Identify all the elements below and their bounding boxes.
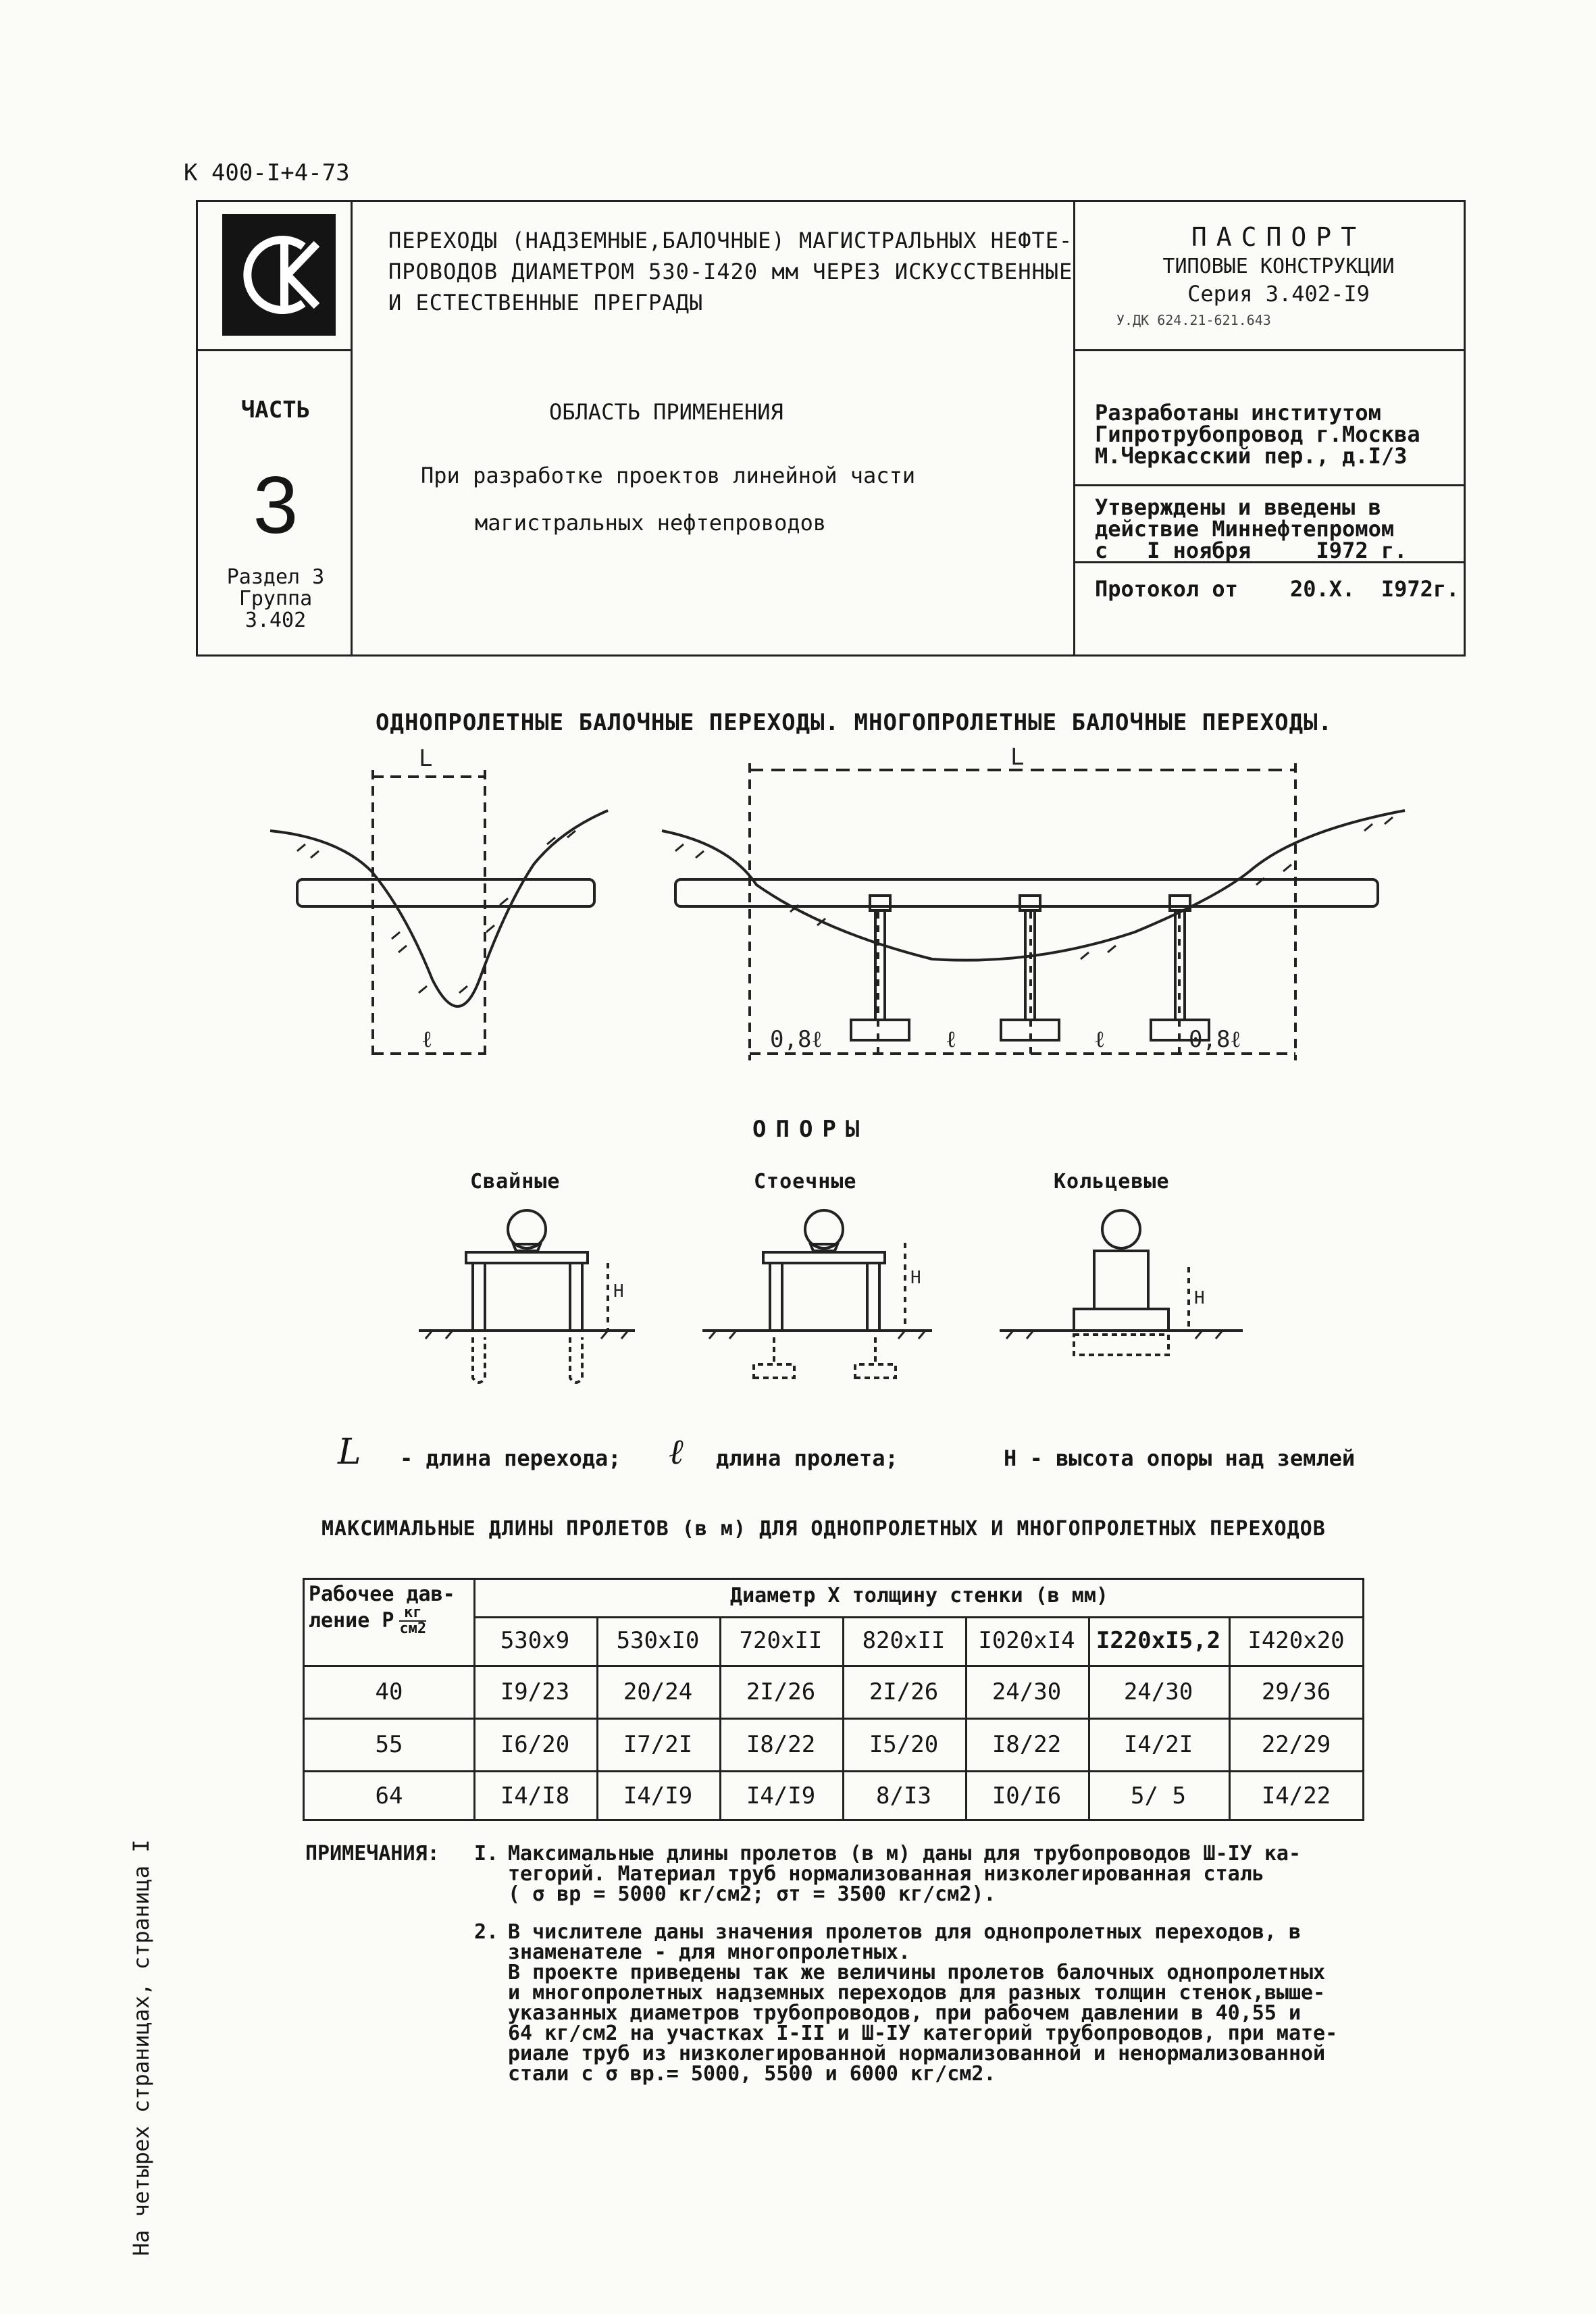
column-header: 530xI0 <box>616 1627 700 1654</box>
pressure-value: 40 <box>375 1678 403 1705</box>
column-header: 820xII <box>862 1627 946 1654</box>
pressure-header: Рабочее дав- ление P кг см2 <box>309 1583 455 1637</box>
span-value: 20/24 <box>623 1678 693 1705</box>
span-value: I7/2I <box>623 1731 693 1758</box>
span-value: 5/ 5 <box>1131 1782 1186 1809</box>
label-height-pile: H <box>613 1281 624 1302</box>
span-table: Рабочее дав- ление P кг см2 Диаметр X то… <box>303 1578 1364 1821</box>
span-value: 8/I3 <box>876 1782 931 1809</box>
note-item: 2. В числителе даны значения пролетов дл… <box>474 1920 1338 2086</box>
ring-support-diagram <box>1000 1209 1243 1356</box>
rack-support-diagram <box>702 1209 932 1379</box>
pile-support-label: Свайные <box>470 1170 561 1193</box>
developed-by: Разработаны институтом Гипротрубопровод … <box>1095 400 1420 469</box>
notes-label: ПРИМЕЧАНИЯ: <box>305 1842 440 1866</box>
single-span-diagram <box>269 770 609 1060</box>
part-number: 3 <box>253 460 299 550</box>
label-height-rack: H <box>910 1268 921 1288</box>
span-value: I8/22 <box>746 1731 816 1758</box>
rack-support-label: Стоечные <box>754 1170 857 1193</box>
label-total-length-multi: L <box>1010 744 1024 771</box>
sk-logo <box>222 214 336 336</box>
scope-text: При разработке проектов линейной части м… <box>421 463 916 536</box>
supports-title: ОПОРЫ <box>752 1116 869 1143</box>
label-edge-span-left: 0,8ℓ <box>770 1026 823 1053</box>
passport-block: ПАСПОРТ ТИПОВЫЕ КОНСТРУКЦИИ Серия 3.402-… <box>1116 222 1395 328</box>
diameter-header: Диаметр X толщину стенки (в мм) <box>730 1584 1108 1608</box>
crossing-diagrams: L ℓ L 0,8ℓ ℓ ℓ 0,8ℓ <box>269 744 1406 1060</box>
ring-support-label: Кольцевые <box>1054 1170 1170 1193</box>
label-span-1: ℓ <box>946 1026 956 1053</box>
legend-span: длина пролета; <box>716 1445 898 1471</box>
approved-by: Утверждены и введены в действие Миннефте… <box>1095 494 1408 563</box>
span-value: 2I/26 <box>869 1678 939 1705</box>
column-header: 530x9 <box>500 1627 570 1654</box>
section-group: Раздел 3 Группа 3.402 <box>226 565 325 632</box>
notes: ПРИМЕЧАНИЯ: I. Максимальные длины пролет… <box>305 1844 1426 2084</box>
span-value: I5/20 <box>869 1731 939 1758</box>
protocol-date: Протокол от 20.X. I972г. <box>1095 576 1460 602</box>
label-height-ring: H <box>1194 1288 1205 1308</box>
span-value: 24/30 <box>992 1678 1062 1705</box>
scope-title: ОБЛАСТЬ ПРИМЕНЕНИЯ <box>549 399 783 425</box>
multi-span-diagram <box>661 763 1406 1060</box>
pressure-value: 55 <box>375 1731 403 1758</box>
pressure-value: 64 <box>375 1782 403 1809</box>
header-block: ПЕРЕХОДЫ (НАДЗЕМНЫЕ,БАЛОЧНЫЕ) МАГИСТРАЛЬ… <box>196 200 1466 657</box>
legend-height: H - высота опоры над землей <box>1004 1445 1356 1471</box>
column-header: I420x20 <box>1247 1627 1345 1654</box>
span-value: I6/20 <box>500 1731 570 1758</box>
span-value: 2I/26 <box>746 1678 816 1705</box>
label-span-single: ℓ <box>421 1026 432 1053</box>
span-value: I4/I9 <box>746 1782 816 1809</box>
support-diagrams: H H H <box>419 1209 1243 1384</box>
document-code: К 400-I+4-73 <box>184 159 350 186</box>
table-title: МАКСИМАЛЬНЫЕ ДЛИНЫ ПРОЛЕТОВ (в м) ДЛЯ ОД… <box>321 1517 1326 1541</box>
span-value: I8/22 <box>992 1731 1062 1758</box>
span-value: I4/I8 <box>500 1782 570 1809</box>
span-value: 29/36 <box>1261 1678 1331 1705</box>
part-label: ЧАСТЬ <box>240 396 311 423</box>
pile-support-diagram <box>419 1209 635 1384</box>
column-header: I220xI5,2 <box>1096 1627 1221 1654</box>
legend-symbol-span: ℓ <box>669 1432 684 1472</box>
note-item: ПРИМЕЧАНИЯ: I. Максимальные длины пролет… <box>305 1842 1301 1906</box>
label-edge-span-right: 0,8ℓ <box>1189 1026 1241 1053</box>
span-value: I4/22 <box>1261 1782 1331 1809</box>
page-side-note: На четырех страницах, страница I <box>128 1839 154 2257</box>
legend-total-length: - длина перехода; <box>400 1445 621 1471</box>
column-header: 720xII <box>739 1627 823 1654</box>
span-value: I0/I6 <box>992 1782 1062 1809</box>
label-total-length-single: L <box>419 745 432 772</box>
span-value: I4/I9 <box>623 1782 693 1809</box>
legend-symbol-total-length: L <box>338 1432 361 1472</box>
label-span-2: ℓ <box>1094 1026 1105 1053</box>
span-value: I9/23 <box>500 1678 570 1705</box>
span-value: I4/2I <box>1123 1731 1193 1758</box>
document-title: ПЕРЕХОДЫ (НАДЗЕМНЫЕ,БАЛОЧНЫЕ) МАГИСТРАЛЬ… <box>388 228 1073 315</box>
span-value: 22/29 <box>1261 1731 1331 1758</box>
column-header: I020xI4 <box>978 1627 1075 1654</box>
span-value: 24/30 <box>1123 1678 1193 1705</box>
crossings-title: ОДНОПРОЛЕТНЫЕ БАЛОЧНЫЕ ПЕРЕХОДЫ. МНОГОПР… <box>376 709 1333 736</box>
